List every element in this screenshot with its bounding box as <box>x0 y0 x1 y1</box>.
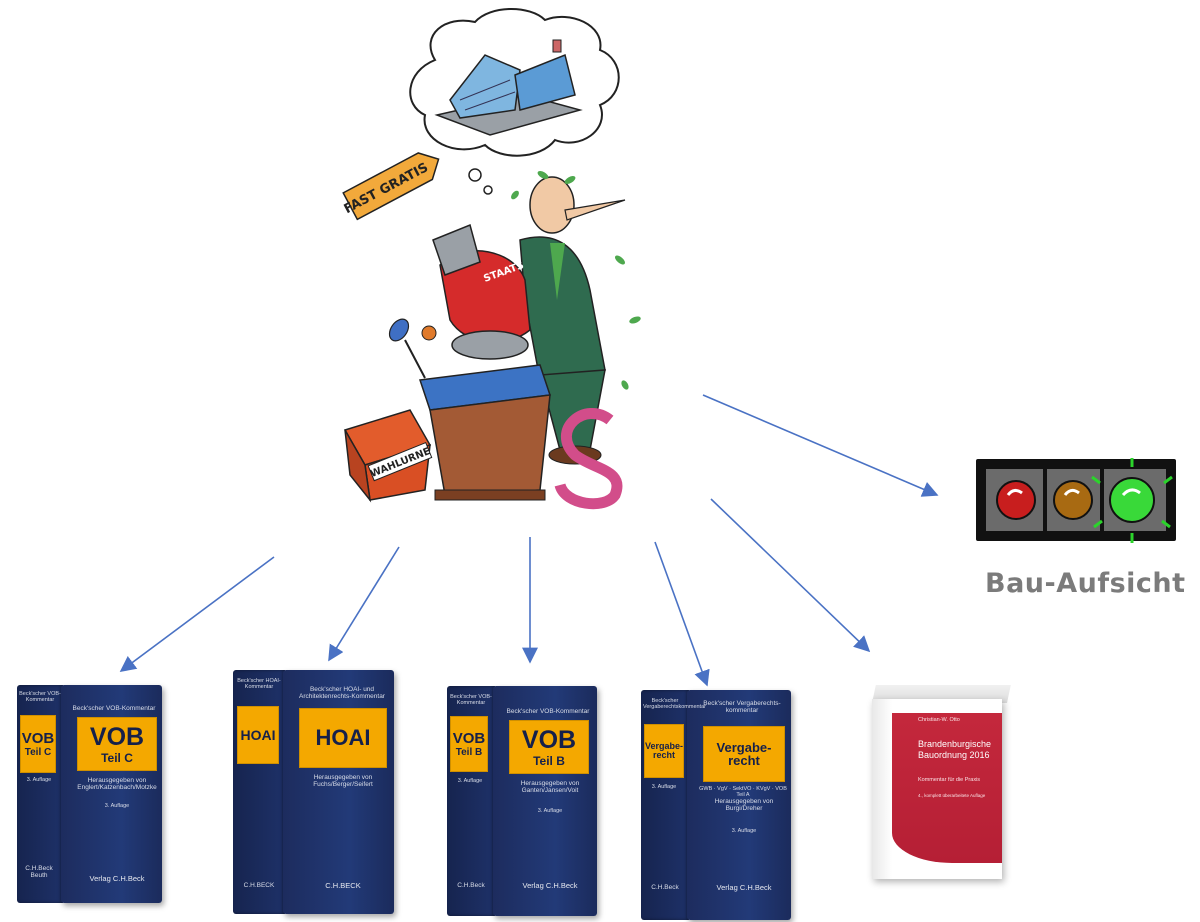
book-publisher: Verlag C.H.Beck <box>522 881 578 890</box>
spine-publisher: C.H.Beck Beuth <box>25 865 53 880</box>
arrow-to-traffic-light <box>702 394 939 497</box>
book-author: Christian-W. Otto <box>918 717 960 723</box>
ballot-box-icon: WAHLURNE <box>343 409 433 503</box>
book-editors: Herausgegeben von Englert/Katzenbach/Mot… <box>77 777 157 792</box>
book-title: Brandenburgische Bauordnung 2016 <box>918 739 992 760</box>
microphone-icon <box>388 318 437 379</box>
book-vob-teil-b: Beck'scher VOB-Kommentar VOB Teil B 3. A… <box>447 686 597 916</box>
spine-publisher: C.H.Beck <box>651 884 679 891</box>
spine-title: Beck'scher HOAI-Kommentar <box>237 678 281 691</box>
book-vergaberecht: Beck'scher Vergaberechtskommentar Vergab… <box>641 690 791 920</box>
book-edition: 4., komplett überarbeitete Auflage <box>918 793 986 798</box>
building-icon <box>434 39 583 136</box>
book-publisher: Verlag C.H.Beck <box>716 883 772 892</box>
green-light-icon <box>1109 477 1155 523</box>
amber-light-icon <box>1053 480 1093 520</box>
price-tag-icon: FAST GRATIS <box>342 152 440 221</box>
politician-figure <box>519 176 626 465</box>
book-label-main: Vergabe-recht <box>716 740 772 768</box>
leaf-icons <box>511 171 641 390</box>
book-label-main: VOB <box>89 722 145 751</box>
spine-label-main: Vergabe-recht <box>644 741 684 760</box>
spine-publisher: C.H.BECK <box>243 882 275 889</box>
book-publisher: Verlag C.H.Beck <box>89 874 145 883</box>
book-series: Beck'scher VOB-Kommentar <box>72 705 156 712</box>
book-hoai: Beck'scher HOAI-Kommentar HOAI C.H.BECK … <box>233 670 394 914</box>
book-label-main: VOB <box>521 725 577 754</box>
spine-edition: 3. Auflage <box>26 777 52 783</box>
spine-label-main: VOB <box>21 729 55 747</box>
spine-title: Beck'scher VOB-Kommentar <box>19 691 61 704</box>
spine-label-sub: Teil B <box>455 746 483 758</box>
spine-title: Beck'scher Vergaberechtskommentar <box>643 698 706 711</box>
spine-label-main: HOAI <box>240 727 276 743</box>
traffic-light <box>972 455 1182 545</box>
red-light-icon <box>996 480 1036 520</box>
book-label-main: HOAI <box>315 725 371 750</box>
spine-label-main: VOB <box>452 729 486 747</box>
book-series: Beck'scher VOB-Kommentar <box>506 708 590 715</box>
book-series: Beck'scher Vergaberechts-kommentar <box>703 700 781 715</box>
book-label-sub: Teil C <box>101 750 133 765</box>
money-can-icon: STAATS <box>432 223 531 360</box>
book-editors: Herausgegeben von Fuchs/Berger/Seifert <box>313 774 373 789</box>
podium-icon <box>418 364 552 501</box>
book-edition: 3. Auflage <box>537 808 563 814</box>
arrow-to-book-vob-c <box>119 556 275 672</box>
book-brandenburgische-bauordnung: Christian-W. Otto Brandenburgische Bauor… <box>872 685 1011 880</box>
arrow-to-book-vergaberecht <box>654 541 710 687</box>
spine-edition: 3. Auflage <box>651 784 677 790</box>
book-vob-teil-c: Beck'scher VOB-Kommentar VOB Teil C 3. A… <box>17 685 162 903</box>
spine-publisher: C.H.Beck <box>457 882 485 889</box>
book-subtitle: Kommentar für die Praxis <box>918 777 981 783</box>
dollar-sign-icon <box>554 408 623 510</box>
book-edition: 3. Auflage <box>104 803 130 809</box>
spine-edition: 3. Auflage <box>457 778 483 784</box>
arrow-to-book-brandenburg <box>710 498 871 653</box>
book-edition: 3. Auflage <box>731 828 757 834</box>
book-publisher: C.H.BECK <box>325 881 361 890</box>
book-editors: Herausgegeben von Ganten/Jansen/Voit <box>520 780 580 795</box>
book-subtitle: GWB · VgV · SektVO · KVgV · VOB Teil A <box>699 786 787 799</box>
spine-label-sub: Teil C <box>24 746 52 758</box>
arrow-to-book-hoai <box>328 546 400 662</box>
traffic-light-caption: Bau-Aufsicht <box>985 568 1186 599</box>
book-editors: Herausgegeben von Burgi/Dreher <box>714 798 774 813</box>
spine-title: Beck'scher VOB-Kommentar <box>450 694 492 707</box>
book-series: Beck'scher HOAI- und Architektenrechts-K… <box>299 686 385 701</box>
book-label-sub: Teil B <box>533 753 565 768</box>
cartoon-illustration: FAST GRATIS STAATS WAHLURNE <box>342 8 641 510</box>
